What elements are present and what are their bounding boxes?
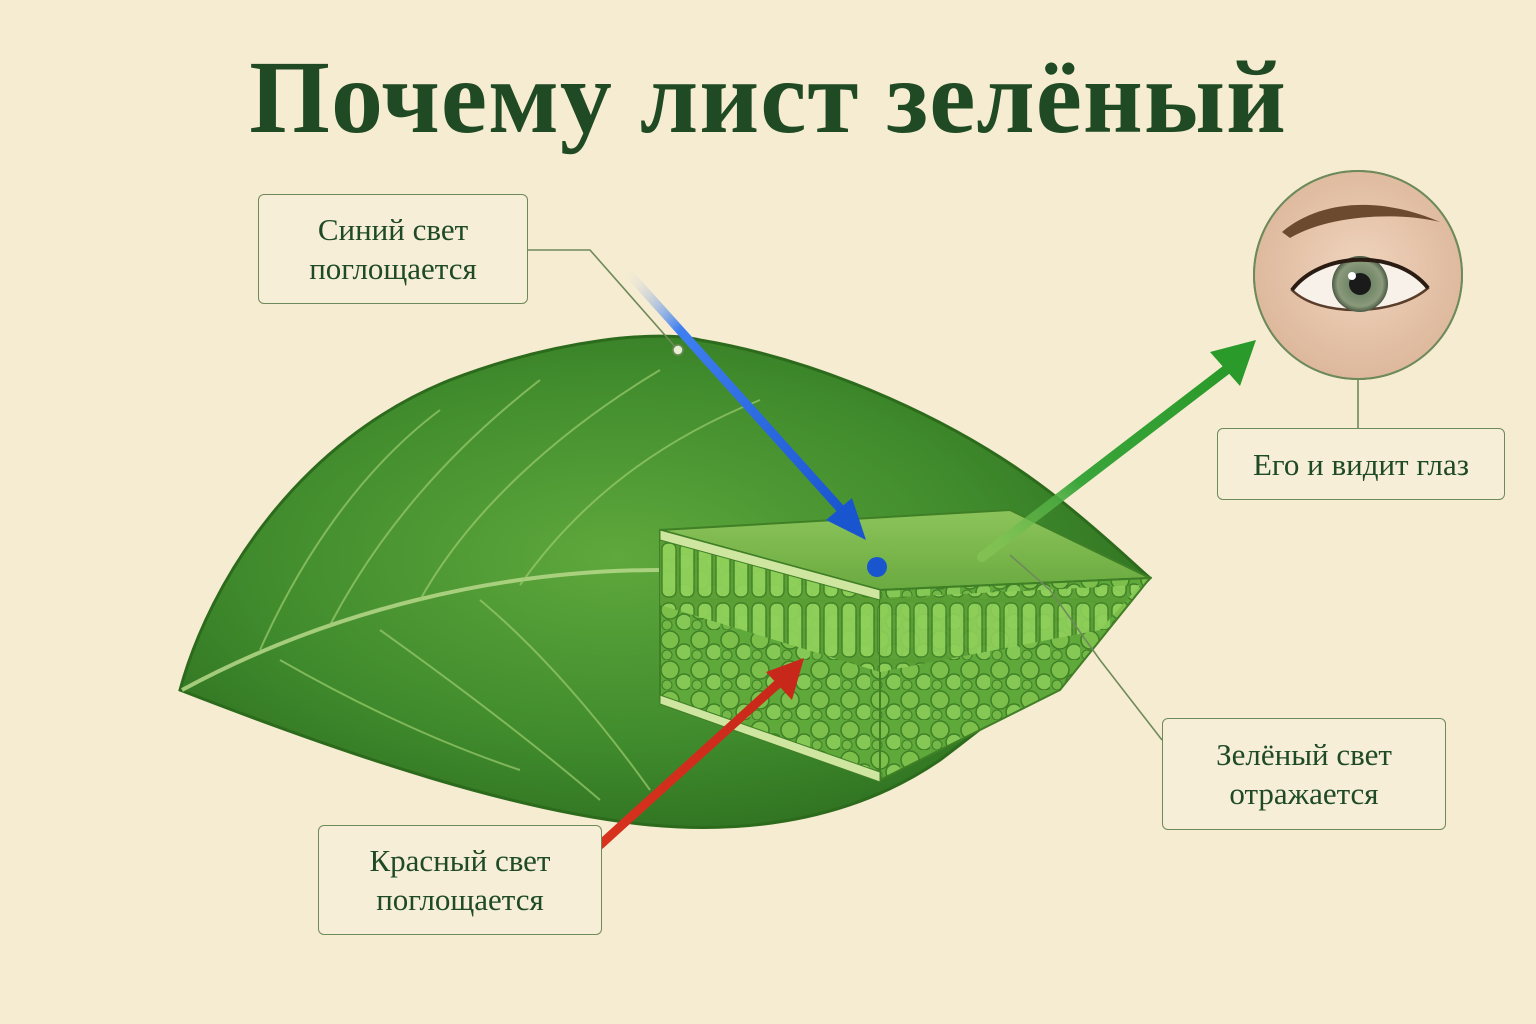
connector-blue-dot xyxy=(672,344,684,356)
eyebrow xyxy=(1282,204,1440,238)
eye-icon xyxy=(1253,170,1463,380)
red-light-arrow xyxy=(595,658,804,850)
eye-label: Его и видит глаз xyxy=(1217,428,1505,500)
lower-epidermis xyxy=(659,694,881,783)
green-label-line1: Зелёный свет xyxy=(1216,737,1392,772)
connector-blue xyxy=(528,249,679,351)
leaf-veins xyxy=(259,369,761,801)
eye-highlight xyxy=(1348,272,1356,280)
red-label-line2: поглощается xyxy=(376,882,544,917)
blue-light-label: Синий свет поглощается xyxy=(258,194,528,304)
palisade-layer xyxy=(660,540,880,672)
green-label-line2: отражается xyxy=(1229,776,1379,811)
blue-light-arrow xyxy=(619,263,887,577)
red-label-line1: Красный свет xyxy=(369,843,551,878)
upper-epidermis xyxy=(659,529,881,601)
green-light-label: Зелёный свет отражается xyxy=(1162,718,1446,830)
upper-lash xyxy=(1290,257,1430,292)
absorption-point xyxy=(867,557,887,577)
green-light-arrow xyxy=(977,340,1256,562)
page-title: Почему лист зелёный xyxy=(249,40,1287,155)
blue-label-line1: Синий свет xyxy=(317,212,469,247)
palisade-layer-side xyxy=(880,585,1140,672)
connector-green xyxy=(1009,554,1163,741)
leaf-cross-section xyxy=(659,508,1153,783)
leaf-midrib xyxy=(181,568,661,692)
red-light-label: Красный свет поглощается xyxy=(318,825,602,935)
eye-label-text: Его и видит глаз xyxy=(1253,446,1469,482)
blue-label-line2: поглощается xyxy=(309,251,477,286)
connector-lines xyxy=(528,249,1359,741)
